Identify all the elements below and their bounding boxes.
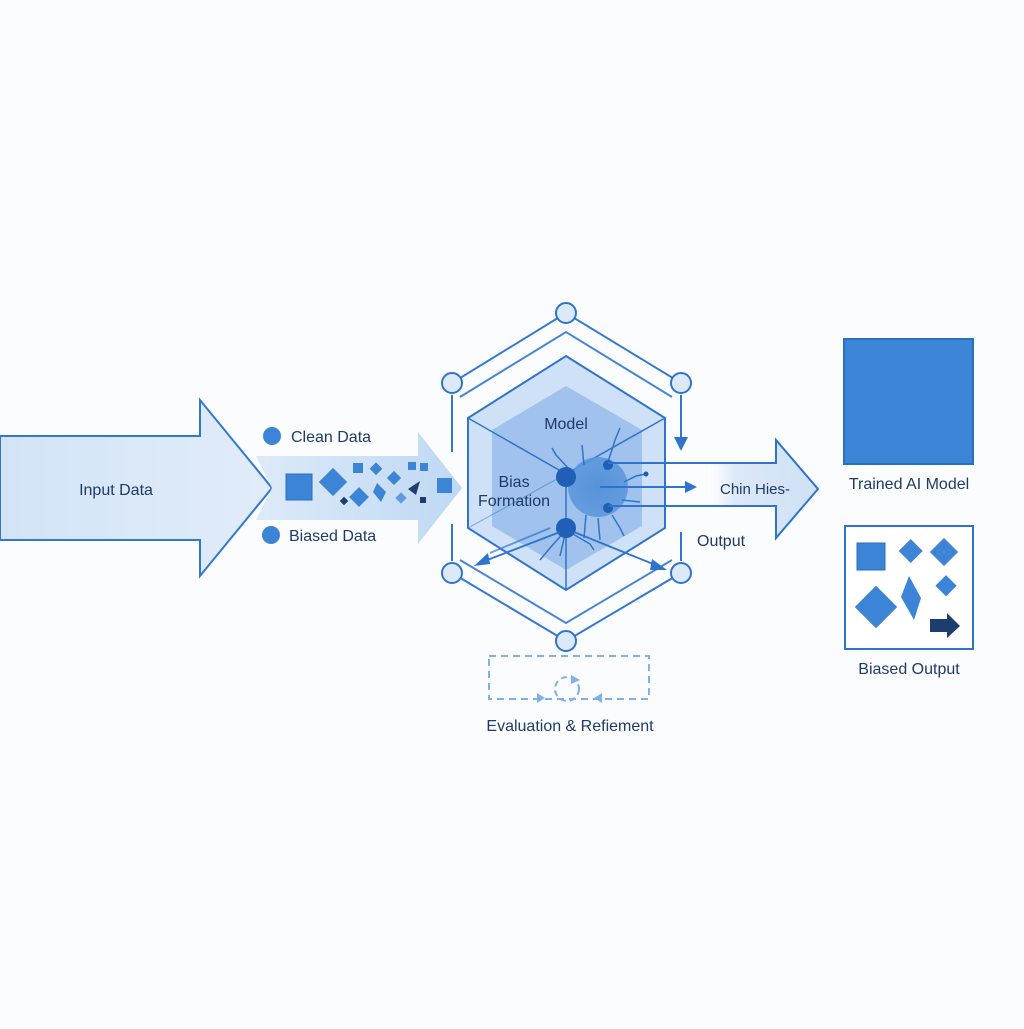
legend: Clean Data Biased Data <box>262 427 376 545</box>
particle-square <box>285 473 313 501</box>
trained-ai-model-box <box>843 338 974 465</box>
biased-data-label: Biased Data <box>289 528 376 545</box>
data-particles <box>285 462 452 507</box>
particle-diamond-dark <box>339 496 349 506</box>
particle-square <box>408 462 416 470</box>
particle-diamond <box>318 467 348 497</box>
feedback-down-arrow <box>674 437 688 451</box>
input-data-arrow <box>0 397 274 579</box>
frame-node <box>670 562 692 584</box>
particle-diamond <box>369 462 383 476</box>
particle-shard-dark <box>408 481 420 495</box>
particle-diamond <box>349 487 369 507</box>
biased-output-label: Biased Output <box>858 661 960 678</box>
internal-arrows <box>481 527 659 567</box>
legend-item-biased-data: Biased Data <box>262 526 376 545</box>
node-dot <box>603 503 613 513</box>
arrow-head-left <box>474 553 490 566</box>
node-dot <box>556 467 576 487</box>
particle-square <box>437 478 452 493</box>
output-arrow <box>600 437 820 541</box>
left-feed-arrow-icon <box>537 693 545 703</box>
arrow-head-right <box>650 559 667 570</box>
frame-nodes <box>441 302 692 652</box>
cycle-arrow-head <box>571 675 580 684</box>
frame-node <box>670 372 692 394</box>
formation-label: Formation <box>478 493 550 510</box>
particle-diamond <box>386 470 402 486</box>
legend-item-clean-data: Clean Data <box>263 427 371 446</box>
frame-node <box>441 562 463 584</box>
bias-label: Bias <box>498 474 529 491</box>
particle-square-dark <box>420 497 426 503</box>
output-label: Output <box>697 533 746 550</box>
output-arrow-label: Chin Hies- <box>720 481 790 498</box>
biased-output-box <box>844 525 974 650</box>
bias-core <box>539 427 649 561</box>
node-dot <box>556 518 576 538</box>
model-label: Model <box>544 416 588 433</box>
frame-node <box>555 302 577 324</box>
evaluation-box <box>488 655 650 703</box>
clean-data-dot-icon <box>263 427 281 445</box>
frame-node <box>555 630 577 652</box>
evaluation-label: Evaluation & Refiement <box>486 718 654 735</box>
input-data-label: Input Data <box>79 482 153 499</box>
output-square <box>856 542 886 571</box>
output-diamond <box>935 575 957 597</box>
right-feed-arrow-icon <box>594 693 602 703</box>
core-sphere <box>568 457 628 517</box>
clean-data-label: Clean Data <box>291 429 371 446</box>
output-rhombus <box>901 576 921 620</box>
particle-square <box>353 463 363 473</box>
particle-rhombus <box>373 483 386 502</box>
frame-node <box>441 372 463 394</box>
refresh-cycle-icon <box>554 676 580 702</box>
trained-ai-model-label: Trained AI Model <box>849 476 969 493</box>
particle-diamond <box>395 492 407 504</box>
particle-square <box>420 463 428 471</box>
output-diamond <box>929 537 959 567</box>
biased-data-dot-icon <box>262 526 280 544</box>
arrow-right-icon <box>930 613 960 638</box>
node-dot <box>603 460 613 470</box>
node-dot <box>643 471 649 477</box>
